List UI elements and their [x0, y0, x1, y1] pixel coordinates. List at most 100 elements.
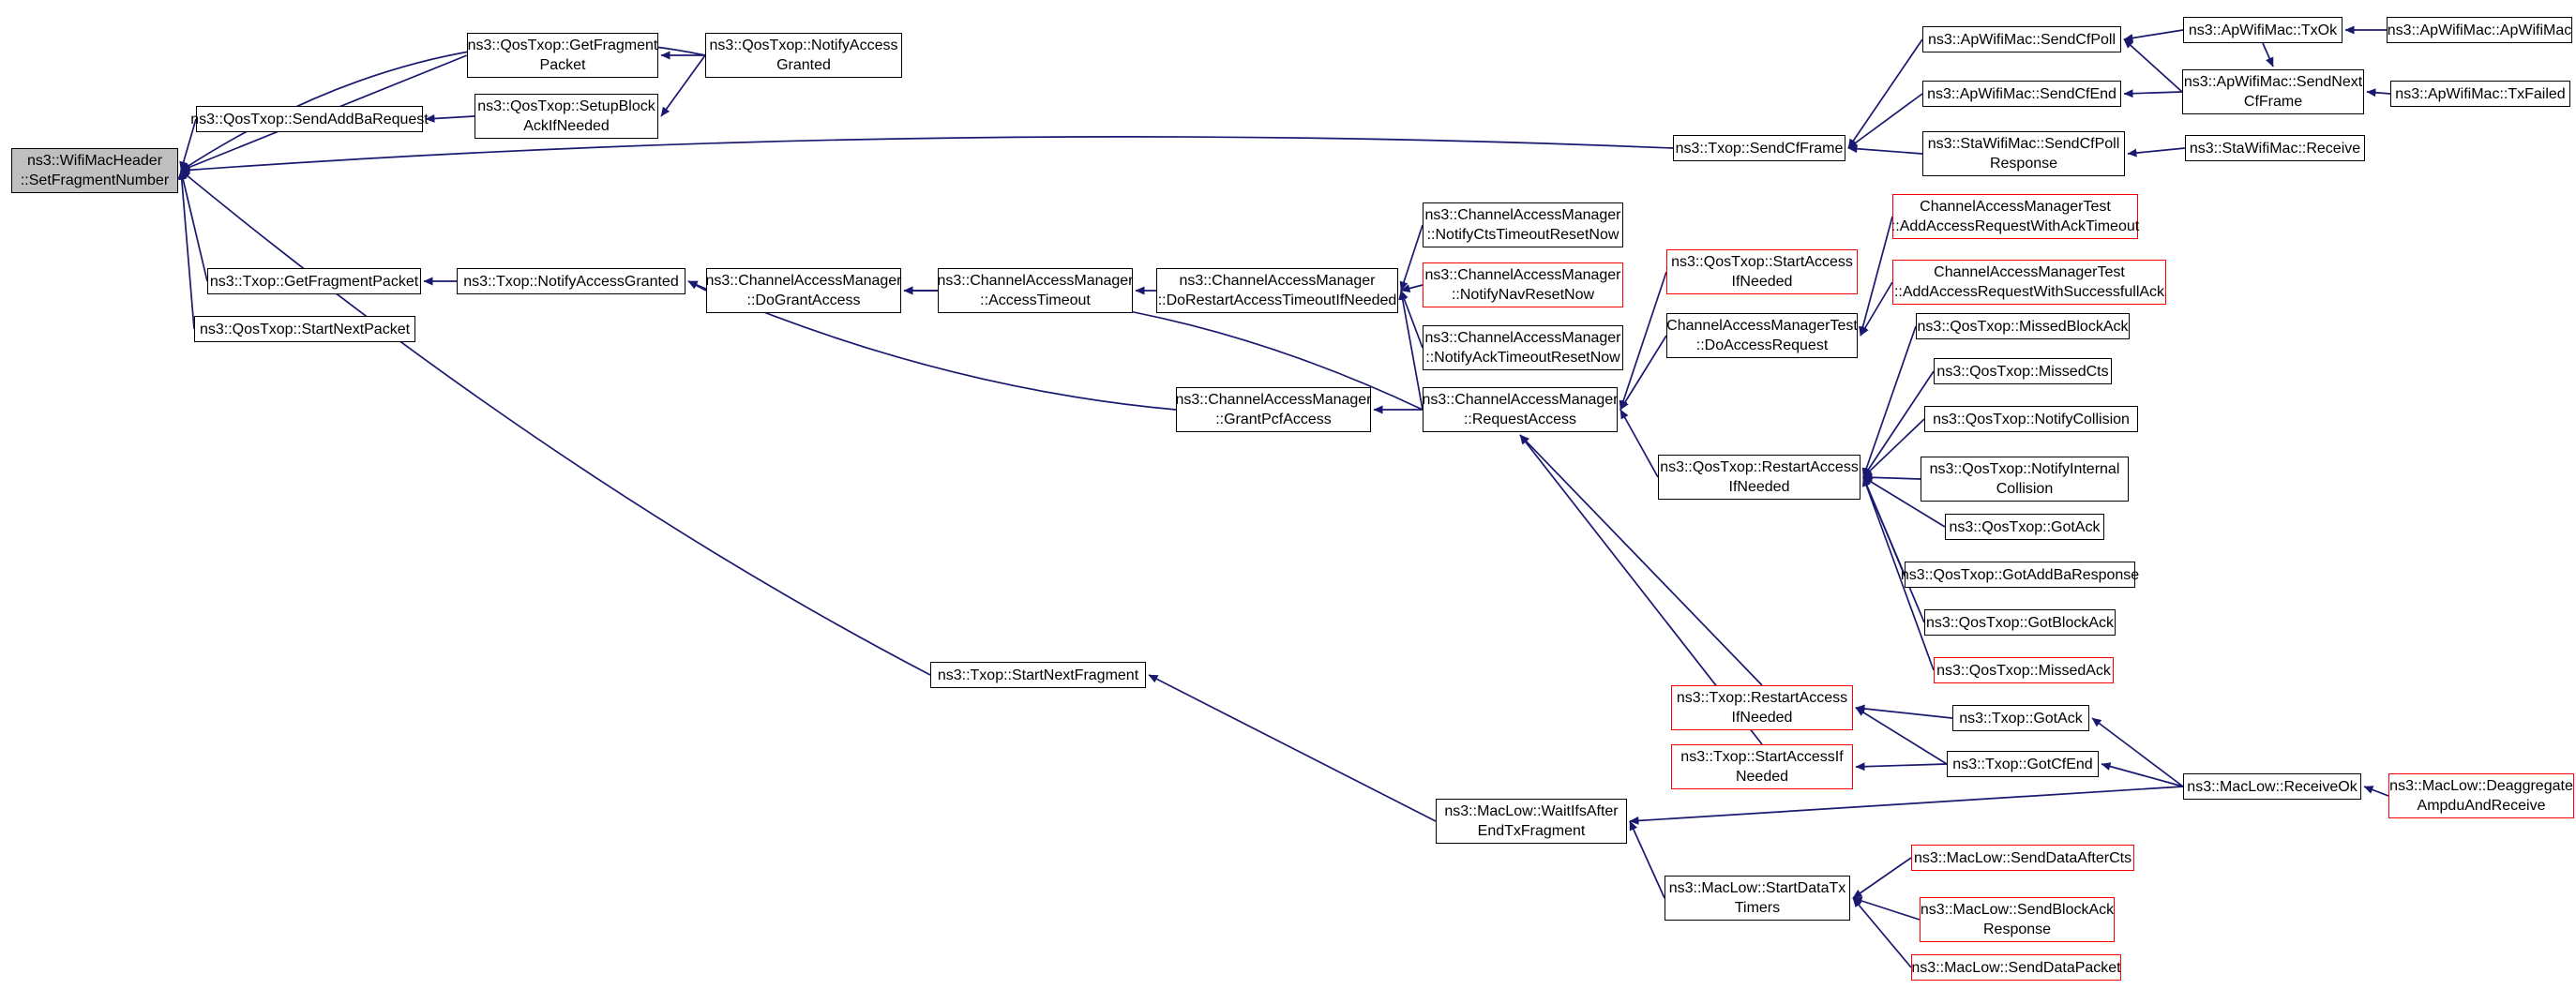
node-label: ns3::QosTxop::StartAccess IfNeeded — [1671, 254, 1853, 290]
node-sendnextcf[interactable]: ns3::ApWifiMac::SendNext CfFrame — [2182, 69, 2364, 114]
edge-senddatapkt-startdatatx — [1852, 897, 1912, 968]
node-label: ns3::ChannelAccessManager ::DoGrantAcces… — [705, 273, 902, 308]
node-requestaccess[interactable]: ns3::ChannelAccessManager ::RequestAcces… — [1422, 387, 1619, 432]
node-label: ns3::ChannelAccessManager ::NotifyAckTim… — [1424, 330, 1621, 366]
node-label: ns3::ChannelAccessManager ::RequestAcces… — [1422, 392, 1619, 427]
node-startnextfrag[interactable]: ns3::Txop::StartNextFragment — [930, 662, 1146, 688]
node-waitifs[interactable]: ns3::MacLow::WaitIfsAfter EndTxFragment — [1436, 799, 1627, 844]
edge-qstartaccess-requestaccess — [1619, 271, 1667, 411]
node-label: ns3::ChannelAccessManager ::DoRestartAcc… — [1157, 273, 1397, 308]
node-addsuccack[interactable]: ChannelAccessManagerTest ::AddAccessRequ… — [1892, 260, 2166, 305]
node-qgotack[interactable]: ns3::QosTxop::GotAck — [1945, 514, 2104, 540]
node-stareceive[interactable]: ns3::StaWifiMac::Receive — [2185, 135, 2365, 161]
node-apwifimacctor[interactable]: ns3::ApWifiMac::ApWifiMac — [2387, 17, 2572, 43]
node-qmissedack[interactable]: ns3::QosTxop::MissedAck — [1934, 657, 2114, 683]
edge-requestaccess-dorestart — [1398, 290, 1424, 411]
edge-sendcfframe-setfrag — [180, 136, 1674, 174]
edge-sendcfend-sendcfframe — [1847, 93, 1923, 149]
edge-startdatatx-waitifs — [1629, 820, 1665, 899]
node-tstartaccess[interactable]: ns3::Txop::StartAccessIf Needed — [1671, 744, 1853, 789]
node-grantpcf[interactable]: ns3::ChannelAccessManager ::GrantPcfAcce… — [1176, 387, 1372, 432]
node-stacfpollresp[interactable]: ns3::StaWifiMac::SendCfPoll Response — [1922, 131, 2125, 176]
node-receiveok[interactable]: ns3::MacLow::ReceiveOk — [2183, 773, 2361, 800]
edge-txok-sendcfpoll — [2123, 29, 2184, 42]
node-tgetfrag[interactable]: ns3::Txop::GetFragmentPacket — [207, 268, 421, 294]
node-qmissedba[interactable]: ns3::QosTxop::MissedBlockAck — [1916, 313, 2130, 339]
node-senddatapkt[interactable]: ns3::MacLow::SendDataPacket — [1911, 954, 2121, 981]
edge-stacfpollresp-sendcfframe — [1847, 144, 1923, 155]
node-sendcfend[interactable]: ns3::ApWifiMac::SendCfEnd — [1922, 81, 2121, 107]
node-qstartnextpkt[interactable]: ns3::QosTxop::StartNextPacket — [194, 316, 415, 342]
node-label: ns3::QosTxop::MissedAck — [1936, 662, 2111, 679]
edge-qmissedack-qrestartaccess — [1862, 476, 1935, 671]
node-qgetfrag[interactable]: ns3::QosTxop::GetFragment Packet — [467, 33, 658, 78]
node-label: ns3::ApWifiMac::ApWifiMac — [2387, 22, 2572, 38]
node-dorestart[interactable]: ns3::ChannelAccessManager ::DoRestartAcc… — [1156, 268, 1398, 313]
node-sendbar[interactable]: ns3::MacLow::SendBlockAck Response — [1920, 897, 2115, 942]
node-qgotblockack[interactable]: ns3::QosTxop::GotBlockAck — [1924, 609, 2116, 636]
node-qrestartaccess[interactable]: ns3::QosTxop::RestartAccess IfNeeded — [1658, 455, 1860, 500]
node-doaccessreq[interactable]: ChannelAccessManagerTest ::DoAccessReque… — [1666, 313, 1858, 358]
node-label: ns3::MacLow::ReceiveOk — [2187, 778, 2358, 795]
node-qmissedcts[interactable]: ns3::QosTxop::MissedCts — [1934, 358, 2112, 384]
node-setfrag[interactable]: ns3::WifiMacHeader ::SetFragmentNumber — [11, 148, 178, 193]
node-tnotifyag[interactable]: ns3::Txop::NotifyAccessGranted — [457, 268, 685, 294]
node-accesstimeout[interactable]: ns3::ChannelAccessManager ::AccessTimeou… — [938, 268, 1134, 313]
node-label: ns3::Txop::GotAck — [1959, 710, 2083, 727]
node-txfailed[interactable]: ns3::ApWifiMac::TxFailed — [2390, 81, 2570, 107]
node-label: ns3::Txop::StartAccessIf Needed — [1680, 749, 1844, 785]
node-senddataaftercts[interactable]: ns3::MacLow::SendDataAfterCts — [1911, 845, 2134, 871]
node-label: ns3::WifiMacHeader ::SetFragmentNumber — [20, 153, 170, 188]
edge-stareceive-stacfpollresp — [2127, 147, 2186, 157]
node-label: ns3::ApWifiMac::SendNext CfFrame — [2183, 74, 2363, 110]
node-label: ns3::Txop::GetFragmentPacket — [209, 273, 419, 290]
node-trestartaccess[interactable]: ns3::Txop::RestartAccess IfNeeded — [1671, 685, 1853, 730]
edge-sendnextcf-sendcfpoll — [2123, 38, 2183, 93]
node-tgotcfend[interactable]: ns3::Txop::GotCfEnd — [1947, 751, 2099, 777]
node-label: ChannelAccessManagerTest ::AddAccessRequ… — [1893, 264, 2165, 300]
node-label: ns3::Txop::NotifyAccessGranted — [463, 273, 679, 290]
node-label: ns3::StaWifiMac::Receive — [2189, 140, 2361, 157]
edge-txfailed-sendnextcf — [2366, 88, 2391, 97]
edge-sendnextcf-sendcfend — [2123, 89, 2183, 98]
node-label: ns3::StaWifiMac::SendCfPoll Response — [1927, 136, 2120, 172]
node-label: ns3::QosTxop::MissedBlockAck — [1917, 318, 2129, 335]
node-startdatatx[interactable]: ns3::MacLow::StartDataTx Timers — [1665, 876, 1850, 921]
node-label: ns3::ApWifiMac::SendCfPoll — [1927, 31, 2117, 48]
node-tgotack[interactable]: ns3::Txop::GotAck — [1952, 705, 2089, 731]
node-qstartaccess[interactable]: ns3::QosTxop::StartAccess IfNeeded — [1666, 249, 1858, 294]
edge-deagg-receiveok — [2363, 786, 2389, 797]
edge-receiveok-tgotcfend — [2101, 762, 2184, 787]
node-notifycts[interactable]: ns3::ChannelAccessManager ::NotifyCtsTim… — [1423, 202, 1623, 247]
edge-qnotifycoll-qrestartaccess — [1862, 418, 1925, 478]
node-qnotifyag[interactable]: ns3::QosTxop::NotifyAccess Granted — [705, 33, 902, 78]
edge-txok-sendnextcf — [2262, 42, 2274, 67]
node-label: ChannelAccessManagerTest ::DoAccessReque… — [1666, 318, 1858, 353]
node-label: ns3::Txop::SendCfFrame — [1675, 140, 1844, 157]
node-qnotifyintcoll[interactable]: ns3::QosTxop::NotifyInternal Collision — [1921, 457, 2129, 502]
node-sendcfframe[interactable]: ns3::Txop::SendCfFrame — [1673, 135, 1845, 161]
node-dograntaccess[interactable]: ns3::ChannelAccessManager ::DoGrantAcces… — [706, 268, 902, 313]
edge-qgotack-qrestartaccess — [1862, 476, 1946, 528]
edge-trestartaccess-requestaccess — [1519, 434, 1763, 686]
node-qnotifycoll[interactable]: ns3::QosTxop::NotifyCollision — [1924, 406, 2138, 432]
edge-notifynav-dorestart — [1400, 284, 1424, 292]
node-notifyack[interactable]: ns3::ChannelAccessManager ::NotifyAckTim… — [1423, 325, 1623, 370]
node-qsendaddba[interactable]: ns3::QosTxop::SendAddBaRequest — [190, 106, 429, 132]
node-qgotaddba[interactable]: ns3::QosTxop::GotAddBaResponse — [1901, 562, 2139, 588]
node-label: ns3::QosTxop::SetupBlock AckIfNeeded — [477, 98, 655, 134]
edge-notifycts-dorestart — [1399, 224, 1424, 292]
edge-qstartnextpkt-setfrag — [177, 170, 195, 330]
node-label: ns3::QosTxop::NotifyInternal Collision — [1929, 461, 2120, 497]
node-notifynav[interactable]: ns3::ChannelAccessManager ::NotifyNavRes… — [1423, 262, 1623, 307]
node-addackto[interactable]: ChannelAccessManagerTest ::AddAccessRequ… — [1891, 194, 2139, 239]
edge-senddataaftercts-startdatatx — [1852, 857, 1912, 899]
node-qsetupba[interactable]: ns3::QosTxop::SetupBlock AckIfNeeded — [475, 94, 658, 139]
node-sendcfpoll[interactable]: ns3::ApWifiMac::SendCfPoll — [1922, 26, 2121, 52]
node-label: ns3::ChannelAccessManager ::GrantPcfAcce… — [1175, 392, 1372, 427]
node-txok[interactable]: ns3::ApWifiMac::TxOk — [2183, 17, 2343, 43]
node-deagg[interactable]: ns3::MacLow::Deaggregate AmpduAndReceive — [2388, 773, 2574, 818]
edge-qnotifyag-qsetupba — [660, 54, 706, 117]
